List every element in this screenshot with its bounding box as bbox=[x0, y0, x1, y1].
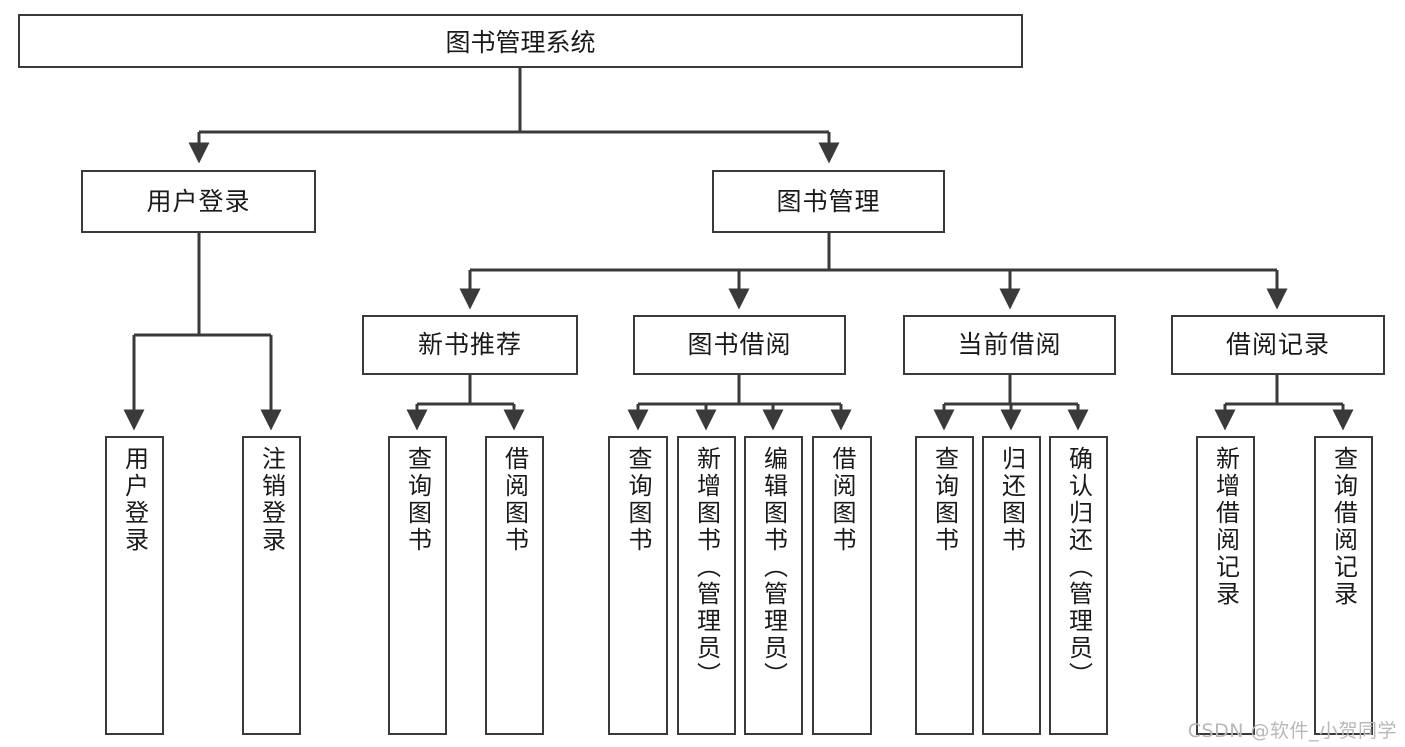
leaf-label: 编辑图书（管理员） bbox=[759, 446, 788, 689]
leaf-record-query[interactable]: 查询借阅记录 bbox=[1314, 436, 1373, 735]
leaf-label: 归还图书 bbox=[997, 446, 1026, 554]
leaf-user-login-login[interactable]: 用户登录 bbox=[105, 436, 164, 735]
leaf-label: 借阅图书 bbox=[500, 446, 529, 554]
leaf-label: 查询图书 bbox=[930, 446, 959, 554]
leaf-label: 新增借阅记录 bbox=[1211, 446, 1240, 608]
leaf-new-book-query[interactable]: 查询图书 bbox=[388, 436, 447, 735]
node-current-borrow[interactable]: 当前借阅 bbox=[903, 315, 1116, 375]
leaf-label: 新增图书（管理员） bbox=[692, 446, 721, 689]
leaf-label: 查询图书 bbox=[403, 446, 432, 554]
node-new-book-recommend[interactable]: 新书推荐 bbox=[362, 315, 578, 375]
node-borrow-record-label: 借阅记录 bbox=[1225, 330, 1330, 360]
node-book-borrow-label: 图书借阅 bbox=[687, 330, 792, 360]
leaf-current-query-book[interactable]: 查询图书 bbox=[915, 436, 974, 735]
leaf-label: 用户登录 bbox=[120, 446, 149, 554]
leaf-label: 借阅图书 bbox=[828, 446, 856, 554]
node-book-borrow[interactable]: 图书借阅 bbox=[633, 315, 846, 375]
leaf-borrow-query-book[interactable]: 查询图书 bbox=[608, 436, 668, 735]
node-current-borrow-label: 当前借阅 bbox=[957, 330, 1062, 360]
node-new-book-recommend-label: 新书推荐 bbox=[417, 330, 522, 360]
leaf-user-login-logout[interactable]: 注销登录 bbox=[242, 436, 301, 735]
node-user-login-label: 用户登录 bbox=[146, 186, 251, 216]
leaf-borrow-borrow-book[interactable]: 借阅图书 bbox=[812, 436, 872, 735]
leaf-current-return-book[interactable]: 归还图书 bbox=[982, 436, 1041, 735]
leaf-borrow-edit-book[interactable]: 编辑图书（管理员） bbox=[744, 436, 803, 735]
node-borrow-record[interactable]: 借阅记录 bbox=[1171, 315, 1385, 375]
leaf-record-add[interactable]: 新增借阅记录 bbox=[1196, 436, 1255, 735]
node-book-management[interactable]: 图书管理 bbox=[712, 170, 945, 233]
leaf-label: 注销登录 bbox=[257, 446, 286, 554]
leaf-label: 查询借阅记录 bbox=[1329, 446, 1358, 608]
leaf-borrow-add-book[interactable]: 新增图书（管理员） bbox=[677, 436, 736, 735]
node-book-management-label: 图书管理 bbox=[776, 186, 881, 216]
leaf-label: 查询图书 bbox=[624, 446, 652, 554]
leaf-label: 确认归还（管理员） bbox=[1064, 446, 1093, 689]
node-root-label: 图书管理系统 bbox=[445, 28, 596, 57]
leaf-new-book-borrow[interactable]: 借阅图书 bbox=[485, 436, 544, 735]
csdn-watermark: CSDN @软件_小贺同学 bbox=[1187, 720, 1397, 742]
node-root[interactable]: 图书管理系统 bbox=[18, 14, 1023, 68]
leaf-current-confirm-return[interactable]: 确认归还（管理员） bbox=[1049, 436, 1108, 735]
node-user-login[interactable]: 用户登录 bbox=[81, 170, 316, 233]
